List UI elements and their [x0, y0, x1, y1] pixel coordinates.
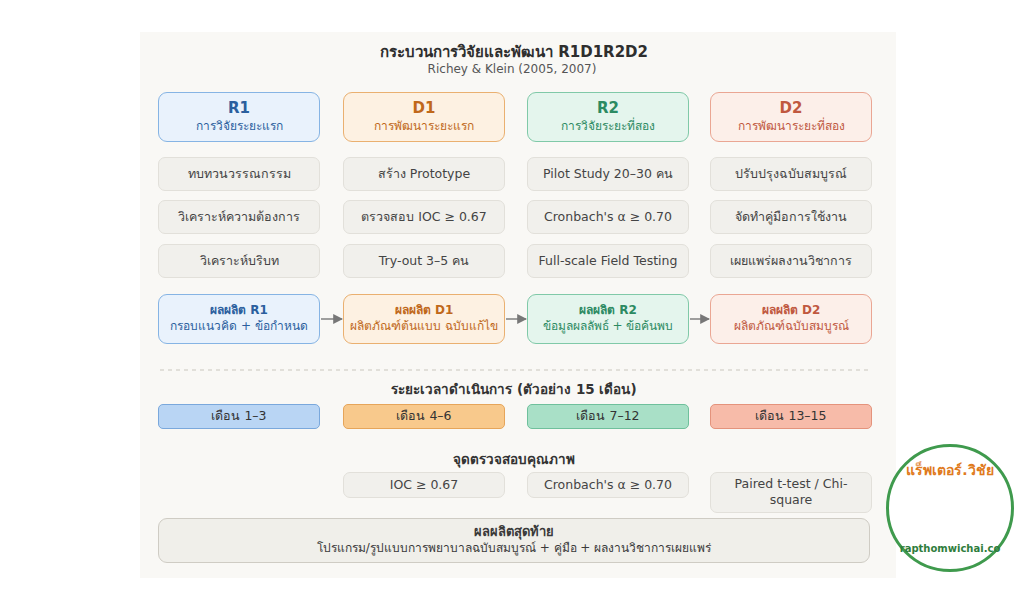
step-text: ตรวจสอบ IOC ≥ 0.67: [361, 209, 486, 225]
logo-url: rapthomwichai.co: [900, 542, 1001, 555]
phase-code: R1: [228, 99, 250, 119]
section-heading: จุดตรวจสอบคุณภาพ: [453, 448, 575, 470]
quality-checkpoint-box: Cronbach's α ≥ 0.70: [527, 472, 689, 498]
phase-output-box: ผลผลิต D2ผลิตภัณฑ์ฉบับสมบูรณ์: [710, 294, 872, 344]
month-range: เดือน 13–15: [755, 408, 826, 424]
phase-title: การพัฒนาระยะแรก: [374, 119, 474, 135]
output-description: ผลิตภัณฑ์ฉบับสมบูรณ์: [734, 319, 849, 335]
process-step-box: Try-out 3–5 คน: [343, 244, 505, 278]
step-text: Full-scale Field Testing: [539, 253, 678, 269]
process-step-box: ทบทวนวรรณกรรม: [158, 157, 320, 191]
phase-code: D1: [413, 99, 436, 119]
step-text: สร้าง Prototype: [378, 166, 470, 182]
step-text: IOC ≥ 0.67: [390, 477, 459, 493]
timeline-box: เดือน 13–15: [710, 404, 872, 429]
timeline-box: เดือน 4–6: [343, 404, 505, 429]
output-description: ผลิตภัณฑ์ต้นแบบ ฉบับแก้ไข: [350, 319, 498, 335]
step-text: วิเคราะห์บริบท: [200, 253, 279, 269]
phase-title: การพัฒนาระยะที่สอง: [738, 119, 845, 135]
step-text: ปรับปรุงฉบับสมบูรณ์: [735, 166, 847, 182]
output-heading: ผลผลิต D2: [762, 303, 821, 319]
process-step-box: สร้าง Prototype: [343, 157, 505, 191]
process-step-box: เผยแพร่ผลงานวิชาการ: [710, 244, 872, 278]
output-description: กรอบแนวคิด + ข้อกำหนด: [170, 319, 308, 335]
step-text: Cronbach's α ≥ 0.70: [544, 209, 672, 225]
phase-output-box: ผลผลิต R2ข้อมูลผลลัพธ์ + ข้อค้นพบ: [527, 294, 689, 344]
step-text: ทบทวนวรรณกรรม: [188, 166, 291, 182]
diagram-title: กระบวนการวิจัยและพัฒนา R1D1R2D2: [380, 40, 648, 64]
phase-title: การวิจัยระยะที่สอง: [561, 119, 655, 135]
subtitle: Richey & Klein (2005, 2007): [428, 62, 597, 76]
process-step-box: ตรวจสอบ IOC ≥ 0.67: [343, 200, 505, 234]
logo-badge: แร็พเตอร์.วิชัย rapthomwichai.co: [886, 444, 1014, 572]
step-text: Cronbach's α ≥ 0.70: [544, 477, 672, 493]
timeline-box: เดือน 7–12: [527, 404, 689, 429]
phase-output-box: ผลผลิต D1ผลิตภัณฑ์ต้นแบบ ฉบับแก้ไข: [343, 294, 505, 344]
final-description: โปรแกรม/รูปแบบการพยาบาลฉบับสมบูรณ์ + คู่…: [317, 541, 711, 557]
step-text: Pilot Study 20–30 คน: [543, 166, 673, 182]
process-step-box: ปรับปรุงฉบับสมบูรณ์: [710, 157, 872, 191]
month-range: เดือน 7–12: [576, 408, 639, 424]
output-heading: ผลผลิต D1: [395, 303, 454, 319]
phase-title: การวิจัยระยะแรก: [196, 119, 283, 135]
phase-output-box: ผลผลิต R1กรอบแนวคิด + ข้อกำหนด: [158, 294, 320, 344]
step-text: วิเคราะห์ความต้องการ: [178, 209, 300, 225]
output-heading: ผลผลิต R2: [579, 303, 637, 319]
step-text: Try-out 3–5 คน: [379, 253, 469, 269]
process-step-box: วิเคราะห์บริบท: [158, 244, 320, 278]
logo-name: แร็พเตอร์.วิชัย: [906, 461, 993, 479]
month-range: เดือน 4–6: [396, 408, 451, 424]
phase-code: D2: [780, 99, 803, 119]
process-step-box: Pilot Study 20–30 คน: [527, 157, 689, 191]
output-description: ข้อมูลผลลัพธ์ + ข้อค้นพบ: [543, 319, 674, 335]
flow-arrow: [506, 318, 526, 319]
timeline-box: เดือน 1–3: [158, 404, 320, 429]
dashed-divider: [160, 369, 870, 370]
phase-header-box: R2การวิจัยระยะที่สอง: [527, 92, 689, 142]
phase-header-box: D1การพัฒนาระยะแรก: [343, 92, 505, 142]
step-text: จัดทำคู่มือการใช้งาน: [735, 209, 847, 225]
step-text: เผยแพร่ผลงานวิชาการ: [730, 253, 852, 269]
quality-checkpoint-box: Paired t-test / Chi-square: [710, 472, 872, 513]
process-step-box: Cronbach's α ≥ 0.70: [527, 200, 689, 234]
final-heading: ผลผลิตสุดท้าย: [474, 524, 554, 541]
process-step-box: จัดทำคู่มือการใช้งาน: [710, 200, 872, 234]
phase-header-box: D2การพัฒนาระยะที่สอง: [710, 92, 872, 142]
quality-checkpoint-box: IOC ≥ 0.67: [343, 472, 505, 498]
output-heading: ผลผลิต R1: [210, 303, 268, 319]
phase-code: R2: [597, 99, 619, 119]
phase-header-box: R1การวิจัยระยะแรก: [158, 92, 320, 142]
process-step-box: วิเคราะห์ความต้องการ: [158, 200, 320, 234]
flow-arrow: [321, 318, 342, 319]
step-text: Paired t-test / Chi-square: [717, 476, 865, 509]
process-step-box: Full-scale Field Testing: [527, 244, 689, 278]
flow-arrow: [690, 318, 709, 319]
section-heading: ระยะเวลาดำเนินการ (ตัวอย่าง 15 เดือน): [391, 378, 636, 400]
final-output-box: ผลผลิตสุดท้ายโปรแกรม/รูปแบบการพยาบาลฉบับ…: [158, 518, 870, 563]
month-range: เดือน 1–3: [211, 408, 266, 424]
